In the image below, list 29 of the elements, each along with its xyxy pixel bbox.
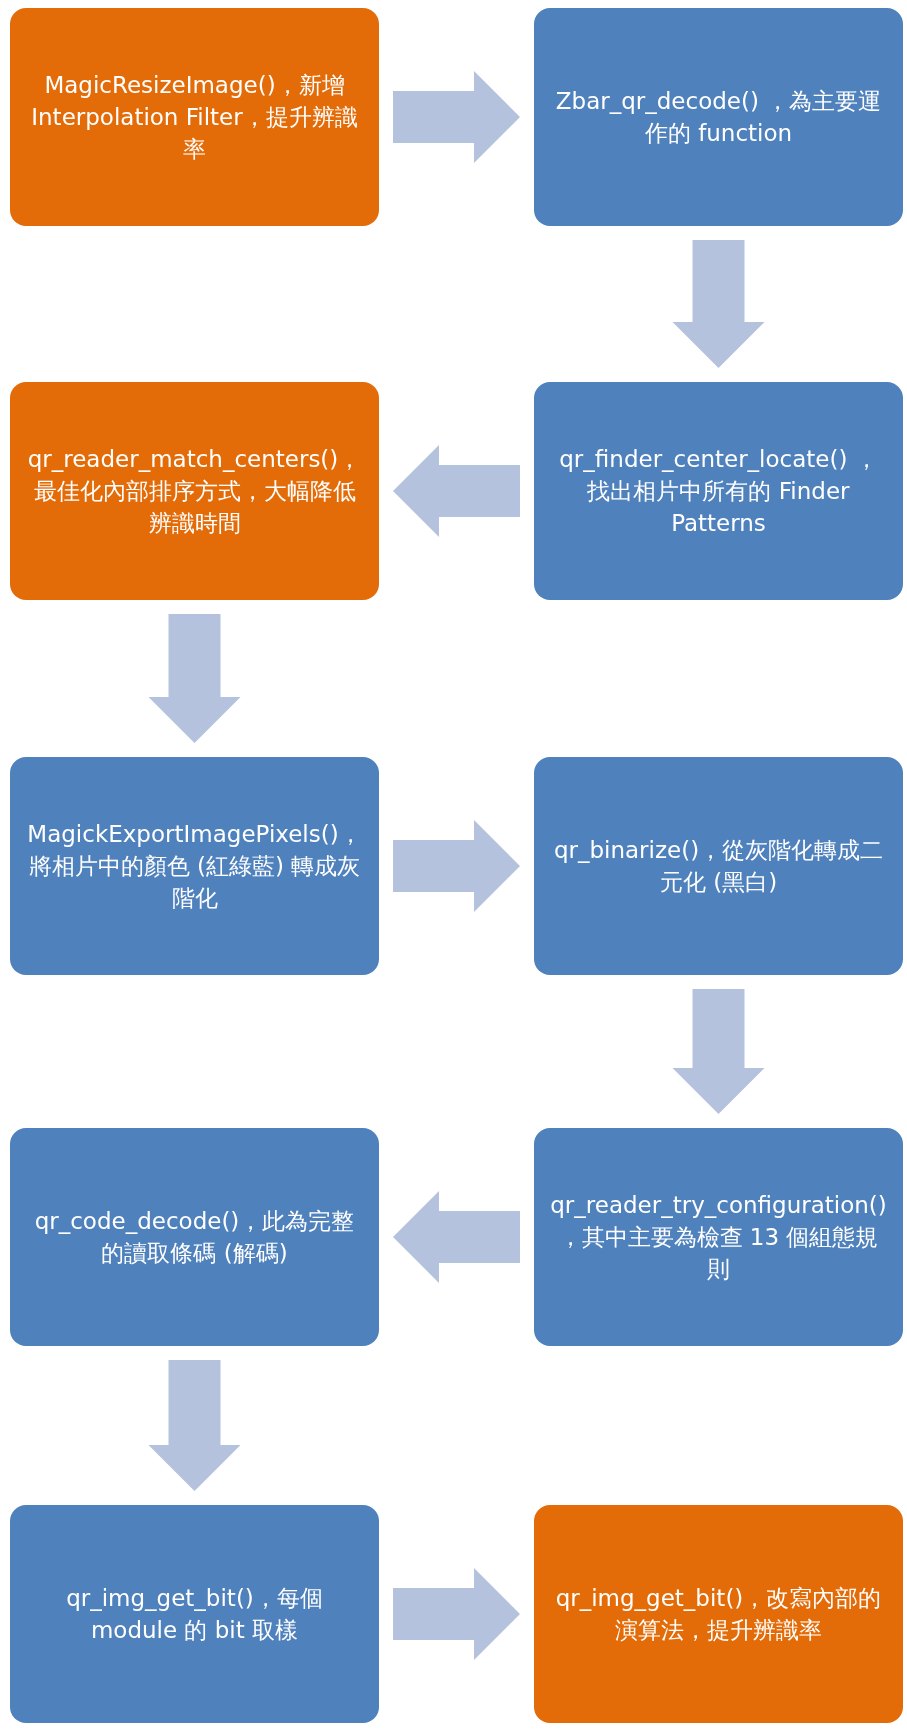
process-box <box>10 8 379 226</box>
block-arrow <box>393 445 520 537</box>
box-text: qr_img_get_bit()，每個 module 的 bit 取樣 <box>65 1584 324 1645</box>
box-text: qr_img_get_bit()，改寫內部的演算法，提升辨識率 <box>554 1584 883 1645</box>
box-text: MagickExportImagePixels()，將相片中的顏色 (紅綠藍) 轉成灰階化 <box>26 820 363 913</box>
process-box <box>10 757 379 975</box>
box-text: MagicResizeImage()，新增Interpolation Filter，提升辨識率 <box>30 71 359 164</box>
process-box <box>534 1128 903 1346</box>
block-arrow <box>393 820 520 912</box>
box-text: qr_code_decode()，此為完整的讀取條碼 (解碼) <box>33 1207 356 1268</box>
block-arrow <box>672 240 765 368</box>
box-text: qr_binarize()，從灰階化轉成二元化 (黑白) <box>552 836 885 897</box>
process-box <box>534 8 903 226</box>
process-box <box>10 1128 379 1346</box>
block-arrow <box>393 1568 520 1660</box>
process-box <box>10 1505 379 1723</box>
block-arrow <box>148 614 241 743</box>
box-text: qr_reader_try_configuration()，其中主要為檢查 13 個組態規則 <box>550 1191 887 1284</box>
block-arrow <box>393 1191 520 1283</box>
process-box <box>534 1505 903 1723</box>
process-box <box>10 382 379 600</box>
block-arrow <box>672 989 765 1114</box>
block-arrow <box>148 1360 241 1491</box>
process-box <box>534 757 903 975</box>
box-text: qr_finder_center_locate() ，找出相片中所有的 Finder Patterns <box>558 445 879 538</box>
box-text: qr_reader_match_centers()，最佳化內部排序方式，大幅降低辨識時間 <box>26 445 363 538</box>
box-text: Zbar_qr_decode() ，為主要運作的 function <box>554 87 883 148</box>
process-box <box>534 382 903 600</box>
block-arrow <box>393 71 520 163</box>
